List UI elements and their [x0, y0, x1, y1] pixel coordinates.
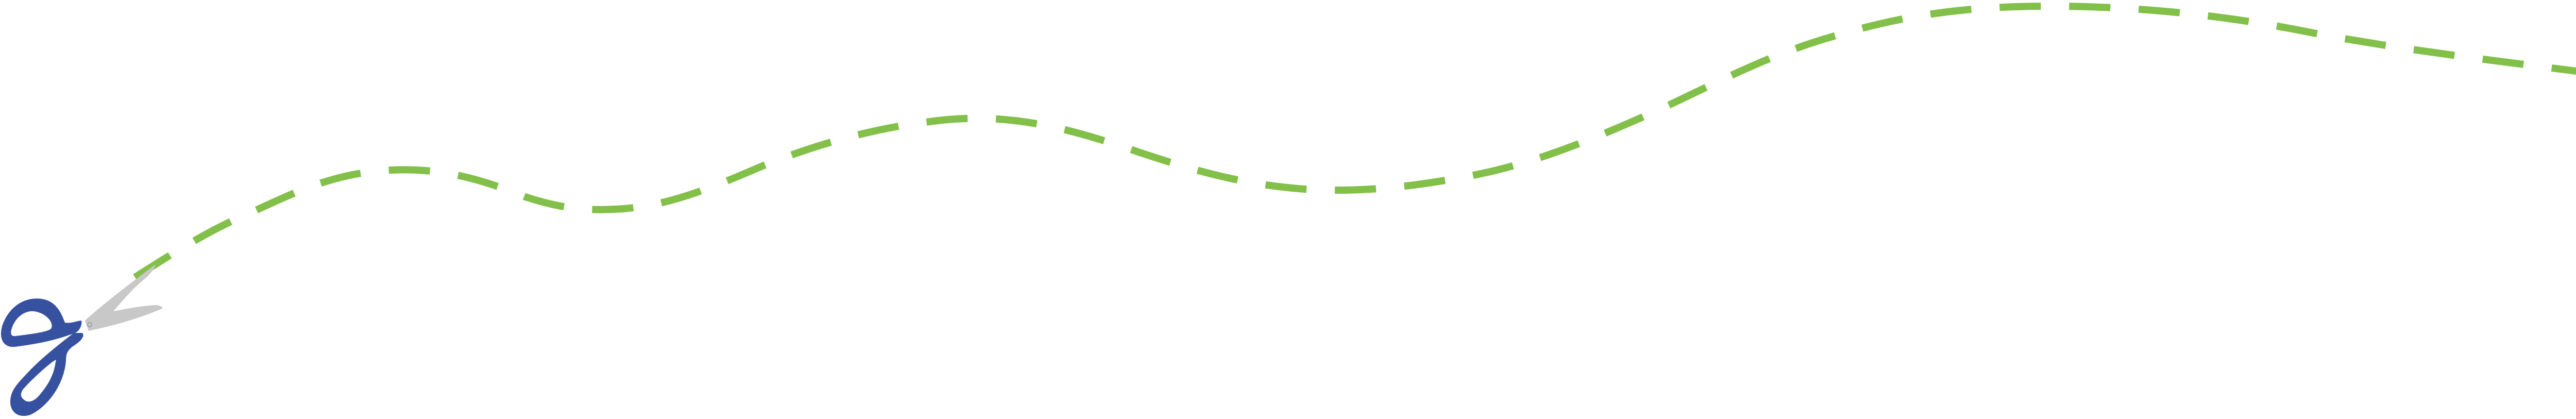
scissors-handle-upper	[1, 298, 82, 347]
scissors-handle-lower	[10, 333, 83, 416]
scissors-blade-upper	[85, 264, 163, 331]
scissors-icon	[1, 264, 163, 416]
dashed-cut-line	[133, 2, 2576, 280]
scissors-pivot	[87, 322, 93, 328]
